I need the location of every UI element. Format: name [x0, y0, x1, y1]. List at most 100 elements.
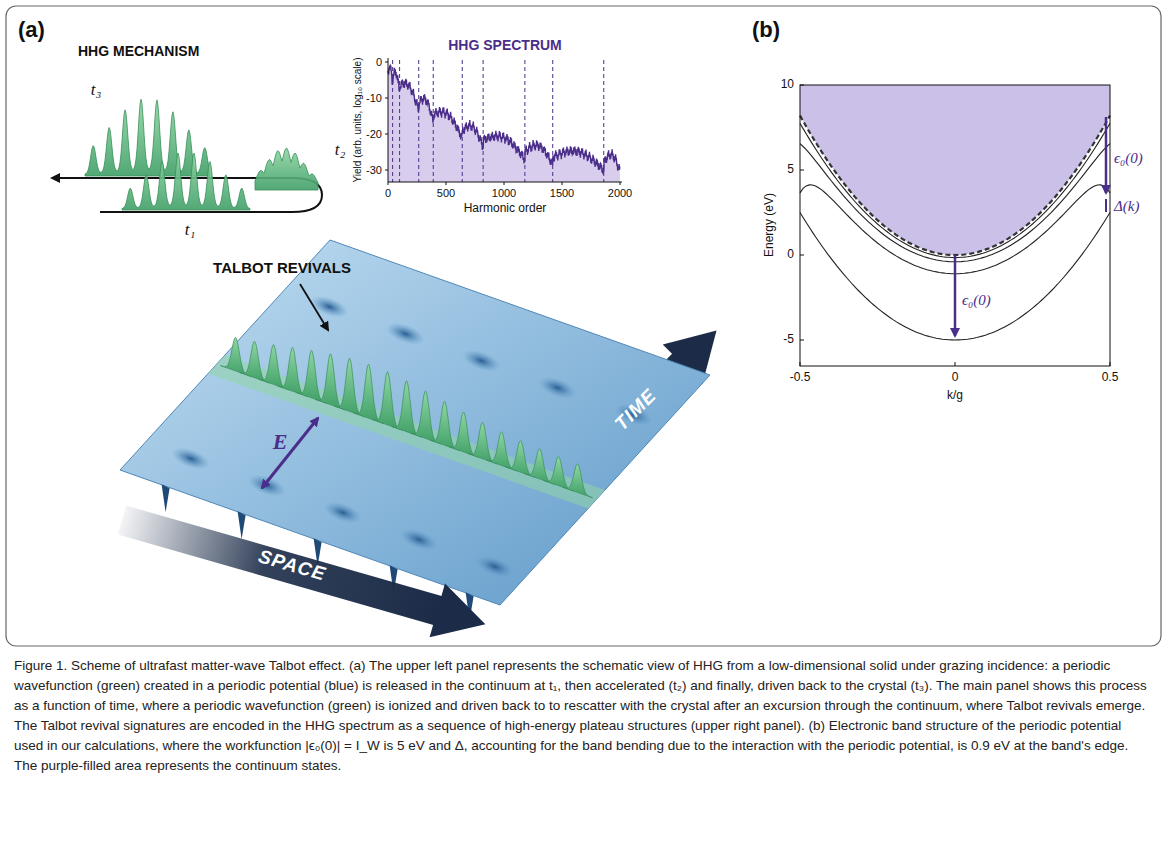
callout-arrow — [300, 284, 328, 330]
field-arrow — [262, 418, 318, 488]
wavepacket — [85, 99, 210, 176]
workfunction-arrow — [954, 255, 957, 336]
revival-peak — [525, 449, 555, 484]
axis-title: Harmonic order — [464, 202, 547, 215]
wavepackets — [85, 99, 318, 210]
figure-caption: Figure 1. Scheme of ultrafast matter-wav… — [14, 656, 1154, 776]
tick-label: -5 — [783, 333, 794, 346]
well — [473, 551, 517, 582]
revival-peak — [468, 422, 498, 464]
cutoff-line — [552, 60, 553, 182]
tick-label: 10 — [781, 78, 794, 91]
band-line — [800, 144, 1110, 262]
tick-label: 1000 — [492, 187, 516, 199]
tick-label: -0.5 — [790, 371, 811, 384]
cutoff-line — [433, 60, 434, 182]
well — [169, 443, 213, 474]
tick — [1110, 362, 1111, 366]
well — [460, 346, 504, 377]
tick-label: -20 — [366, 128, 382, 140]
callout-label: TALBOT REVIVALS — [213, 260, 351, 277]
cutoff-line — [483, 60, 484, 182]
revival-peak — [487, 432, 517, 471]
band-line — [800, 123, 1110, 257]
tick-label: -30 — [366, 164, 382, 176]
delta-bar — [1105, 199, 1107, 212]
revival-peak — [449, 412, 479, 457]
well — [397, 524, 441, 555]
well — [245, 470, 289, 501]
tick-label: 0 — [952, 371, 959, 384]
wavepacket — [122, 153, 250, 210]
potential-wells — [162, 292, 656, 621]
workfunction-arrow — [1105, 117, 1108, 193]
tick-label: 0 — [376, 56, 382, 68]
revival-peak — [354, 364, 384, 423]
tick-label: 2000 — [608, 187, 632, 199]
spectrum-line — [388, 66, 620, 175]
hhg-spectrum — [385, 60, 620, 185]
cutoff-line — [399, 60, 400, 182]
cutoff-line — [603, 60, 604, 182]
panel-letter: (b) — [752, 18, 780, 42]
revival-peak — [544, 457, 574, 491]
figure-frame — [6, 6, 1161, 646]
axis-title: Energy (eV) — [763, 193, 776, 257]
continuum-fill — [800, 85, 1110, 255]
ticks — [800, 85, 1110, 366]
tick-label: 0.5 — [1102, 371, 1119, 384]
cutoff-line — [418, 60, 419, 182]
tick — [800, 85, 804, 86]
revival-peak — [506, 441, 536, 478]
panel-heading: HHG SPECTRUM — [448, 38, 562, 53]
energy-label: Δ(k) — [1114, 198, 1139, 215]
revival-peak — [297, 350, 327, 403]
tick-label: 0 — [787, 248, 794, 261]
band-line — [800, 213, 1110, 341]
revival-peak — [563, 464, 593, 498]
field-label: E — [273, 430, 288, 454]
y-axis — [388, 58, 389, 182]
well-spike — [162, 484, 170, 512]
revival-peak — [259, 345, 289, 390]
tick-label: 1500 — [550, 187, 574, 199]
revival-peak — [392, 381, 422, 437]
revival-peak — [278, 347, 308, 396]
tick — [800, 340, 804, 341]
panel-letter: (a) — [18, 18, 45, 42]
tick — [800, 170, 804, 171]
well-spike — [238, 511, 246, 539]
tick-label: 0 — [385, 187, 391, 199]
tick-label: 5 — [787, 163, 794, 176]
cutoff-line — [524, 60, 525, 182]
spectrum-fill — [388, 66, 620, 182]
tick — [800, 255, 804, 256]
revival-peak — [335, 358, 365, 417]
space-arrow — [114, 493, 493, 651]
band-line — [800, 116, 1110, 255]
tick — [955, 362, 956, 366]
panel-heading: HHG MECHANISM — [78, 44, 199, 59]
axis-title: Yield (arb. units, log₁₀ scale) — [352, 58, 363, 183]
axis-title: k/g — [947, 389, 963, 402]
time-label: t₂ — [335, 141, 346, 160]
talbot-revivals — [208, 337, 605, 508]
time-label: t₃ — [91, 81, 102, 100]
well — [384, 319, 428, 350]
tick — [800, 362, 801, 366]
revival-peak — [430, 401, 460, 450]
tick-label: -10 — [366, 92, 382, 104]
energy-label: ϵ₀(0) — [962, 292, 991, 309]
x-axis — [388, 182, 622, 183]
cutoff-line — [392, 60, 393, 182]
well — [536, 373, 580, 404]
revival-peak — [221, 337, 251, 376]
revival-peak — [240, 341, 270, 383]
revival-peak — [411, 391, 441, 444]
energy-label: ϵ₀(0) — [1114, 150, 1143, 167]
band-structure — [800, 85, 1110, 340]
plot-box — [800, 85, 1110, 366]
tick-label: 500 — [437, 187, 455, 199]
wavepacket — [255, 148, 318, 190]
